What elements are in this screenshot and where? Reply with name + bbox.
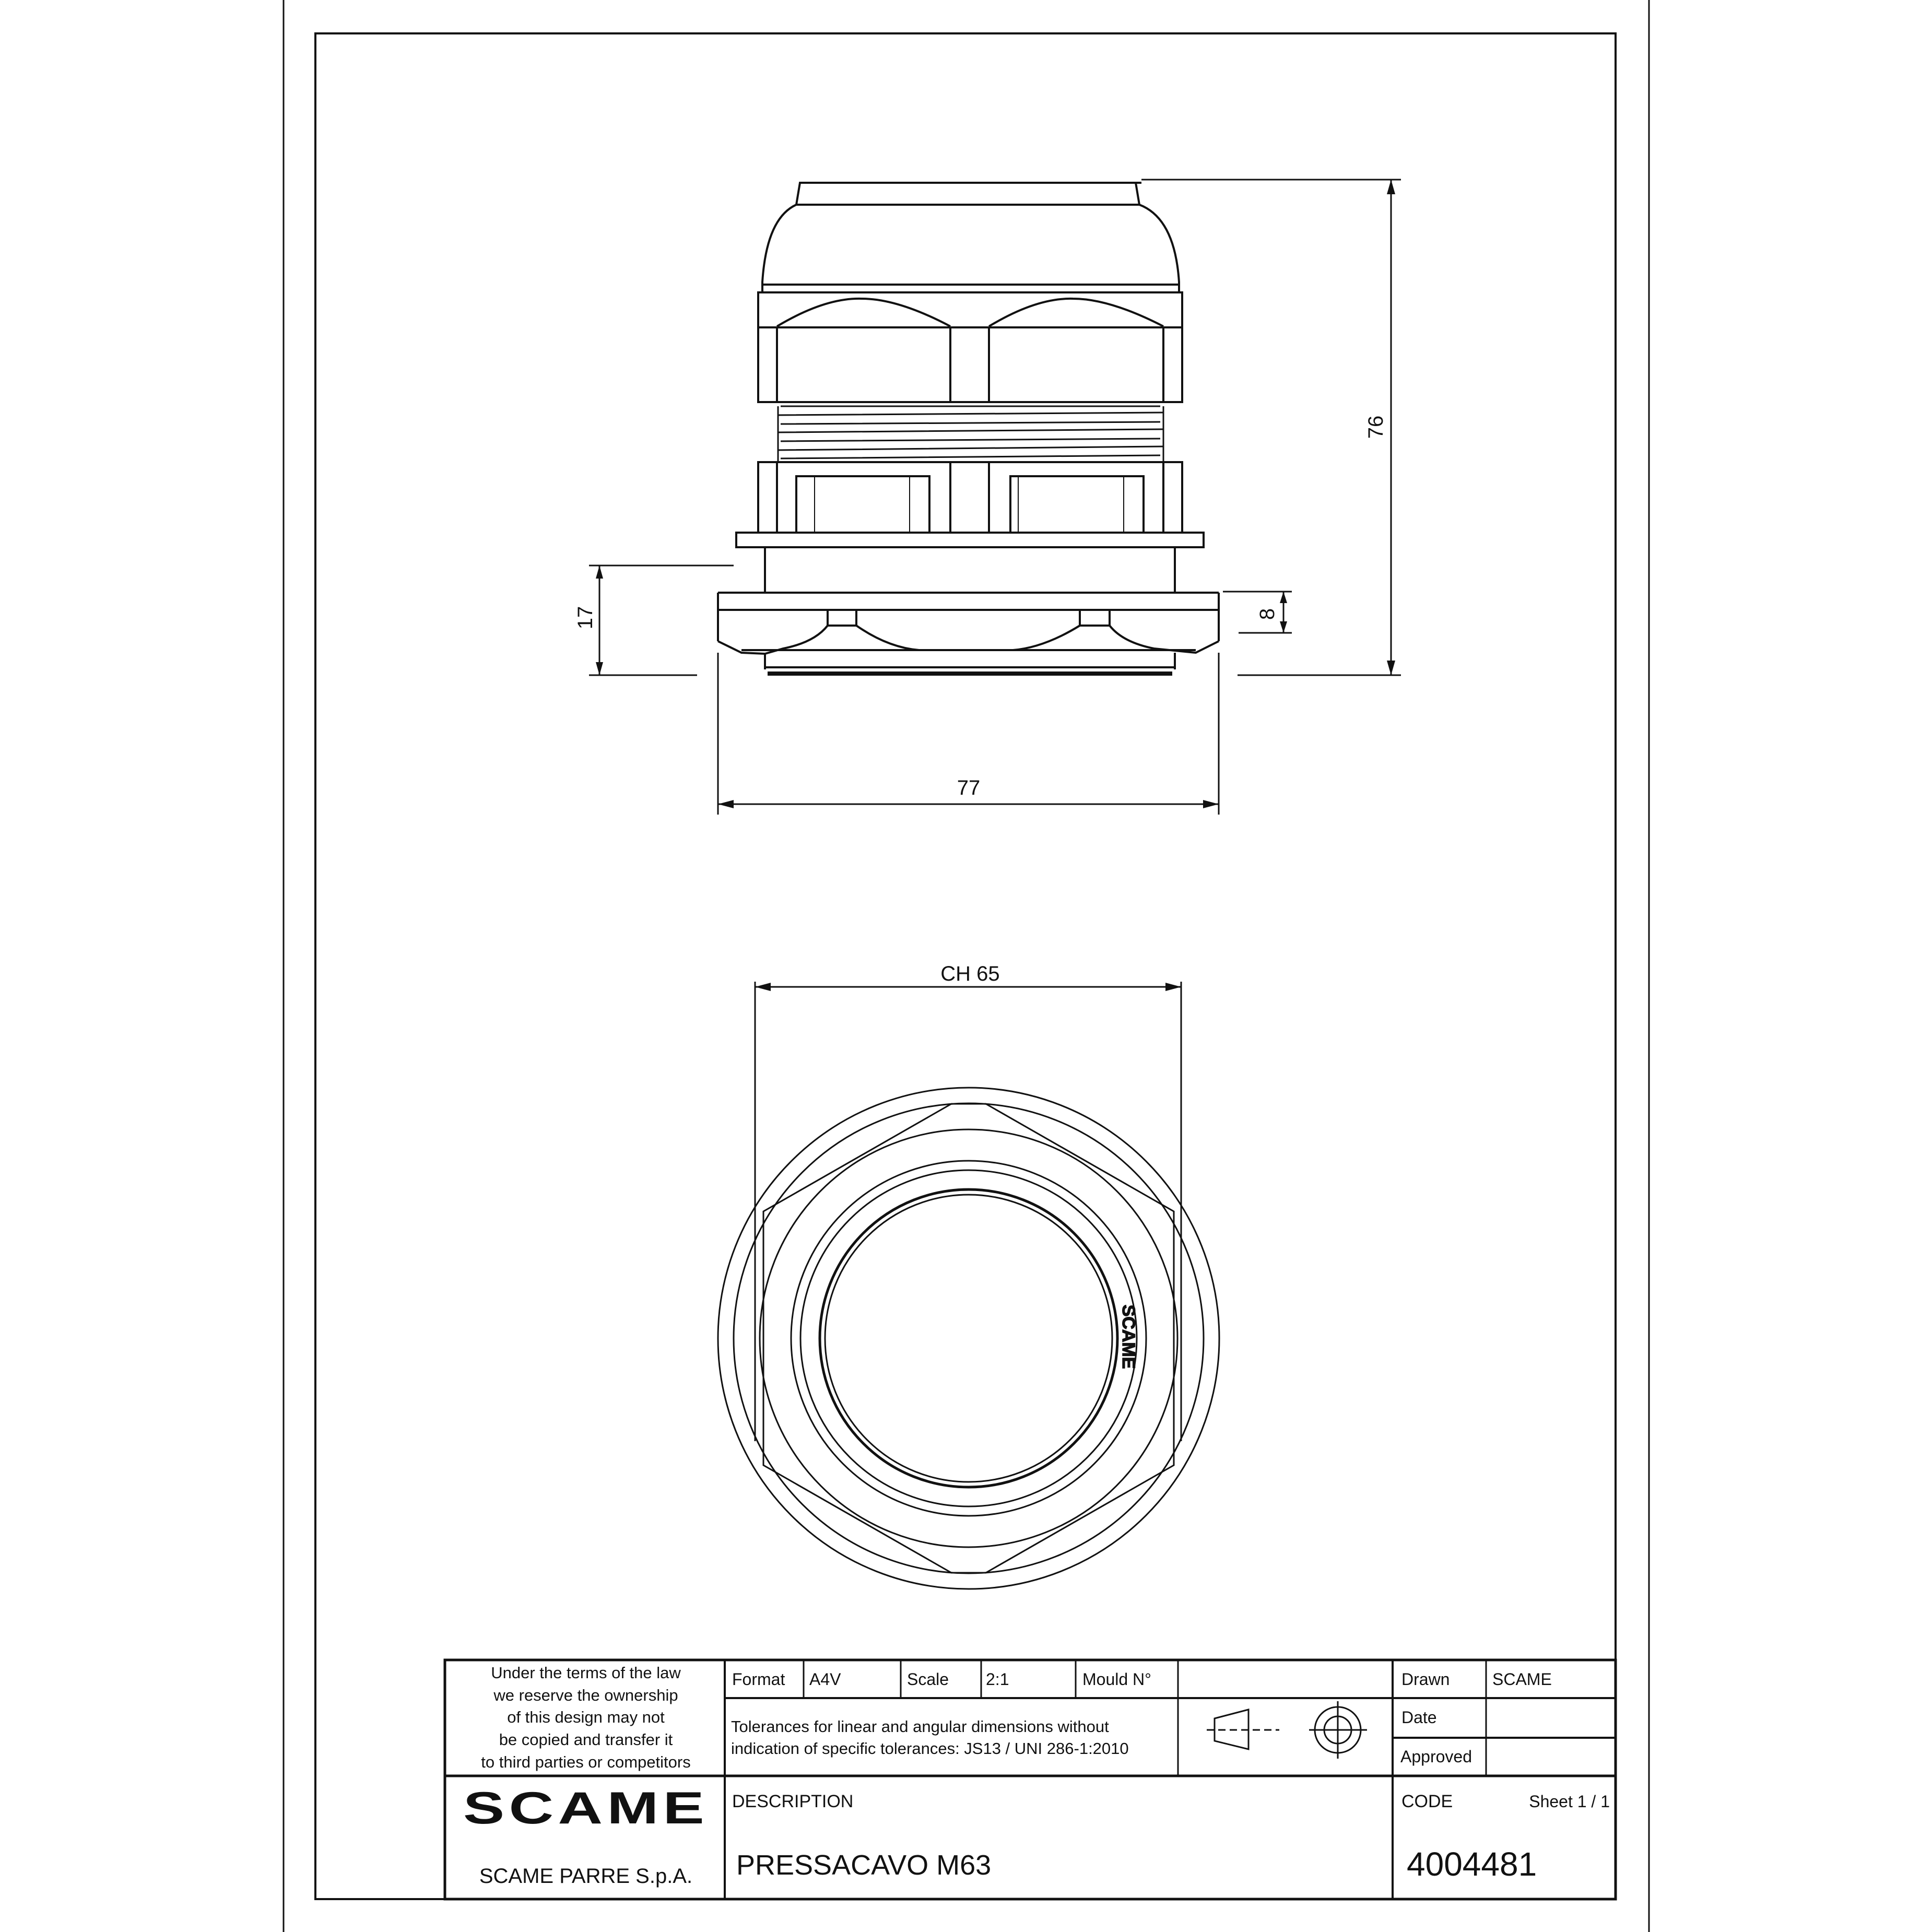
mould-label: Mould N° (1082, 1670, 1151, 1689)
scale-label: Scale (907, 1670, 949, 1689)
svg-text:be copied and transfer it: be copied and transfer it (499, 1730, 673, 1749)
dimension-overall-height: 76 (1364, 416, 1387, 439)
description-value: PRESSACAVO M63 (736, 1849, 991, 1881)
dimension-wrench-size: CH 65 (940, 962, 999, 985)
description-label: DESCRIPTION (732, 1792, 853, 1811)
svg-text:of this design may not: of this design may not (507, 1708, 665, 1726)
drawn-value: SCAME (1492, 1670, 1552, 1689)
approved-label: Approved (1400, 1747, 1472, 1766)
date-label: Date (1401, 1708, 1437, 1727)
dimension-locknut-width: 77 (957, 776, 981, 799)
sheet-number: Sheet 1 / 1 (1529, 1792, 1610, 1811)
drawn-label: Drawn (1401, 1670, 1450, 1689)
tolerances-note-line2: indication of specific tolerances: JS13 … (731, 1739, 1129, 1758)
copyright-notice: Under the terms of the law we reserve th… (481, 1664, 690, 1771)
side-view-dimensions (589, 179, 1401, 815)
code-label: CODE (1401, 1792, 1453, 1811)
code-value: 4004481 (1407, 1845, 1537, 1883)
svg-text:Under the terms of the law: Under the terms of the law (491, 1664, 681, 1682)
scale-value: 2:1 (986, 1670, 1009, 1689)
company-name: SCAME PARRE S.p.A. (479, 1865, 692, 1888)
dimension-thread-height: 17 (574, 606, 597, 630)
title-block (443, 1658, 1617, 1901)
bottom-view (717, 982, 1220, 1590)
engraved-logo-text: SCAME (1118, 1305, 1138, 1369)
scame-logo: SCAME (463, 1783, 709, 1833)
side-view (717, 182, 1220, 676)
dimension-locknut-height: 8 (1256, 608, 1279, 620)
wrench-size-dimension (755, 983, 1181, 991)
svg-text:to third parties or competitor: to third parties or competitors (481, 1753, 690, 1771)
format-label: Format (732, 1670, 785, 1689)
first-angle-projection-icon (1207, 1701, 1367, 1759)
svg-text:we reserve the ownership: we reserve the ownership (493, 1686, 678, 1704)
format-value: A4V (809, 1670, 841, 1689)
tolerances-note-line1: Tolerances for linear and angular dimens… (731, 1717, 1109, 1736)
